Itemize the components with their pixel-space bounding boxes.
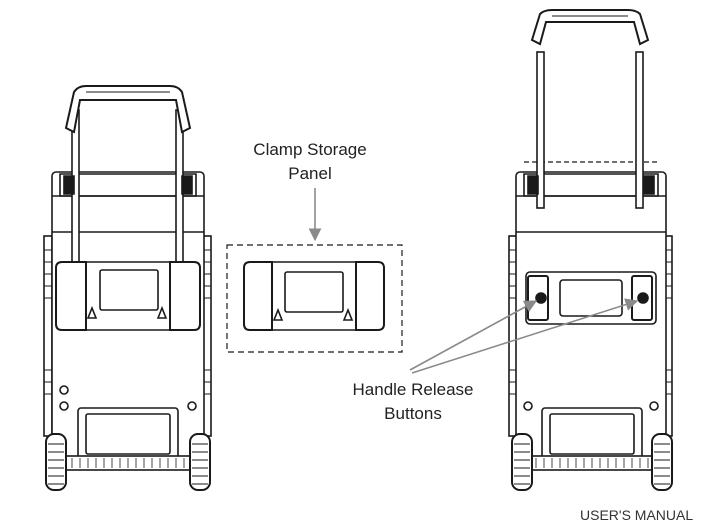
handle-release-label-line1: Handle Release: [352, 380, 474, 399]
handle-release-arrow-left: [409, 300, 538, 371]
footer-text: USER'S MANUAL: [580, 507, 694, 523]
handle-release-label: Handle Release Buttons: [328, 378, 498, 426]
handle-release-arrow-right: [411, 298, 639, 374]
handle-release-label-line2: Buttons: [384, 404, 442, 423]
clamp-storage-panel-detail: [226, 244, 403, 353]
charger-front-view-right: [508, 9, 673, 491]
charger-front-view-left: [43, 85, 212, 491]
clamp-storage-label-line1: Clamp Storage: [253, 140, 367, 159]
clamp-storage-label-line2: Panel: [288, 164, 332, 183]
clamp-storage-label: Clamp Storage Panel: [230, 138, 390, 186]
